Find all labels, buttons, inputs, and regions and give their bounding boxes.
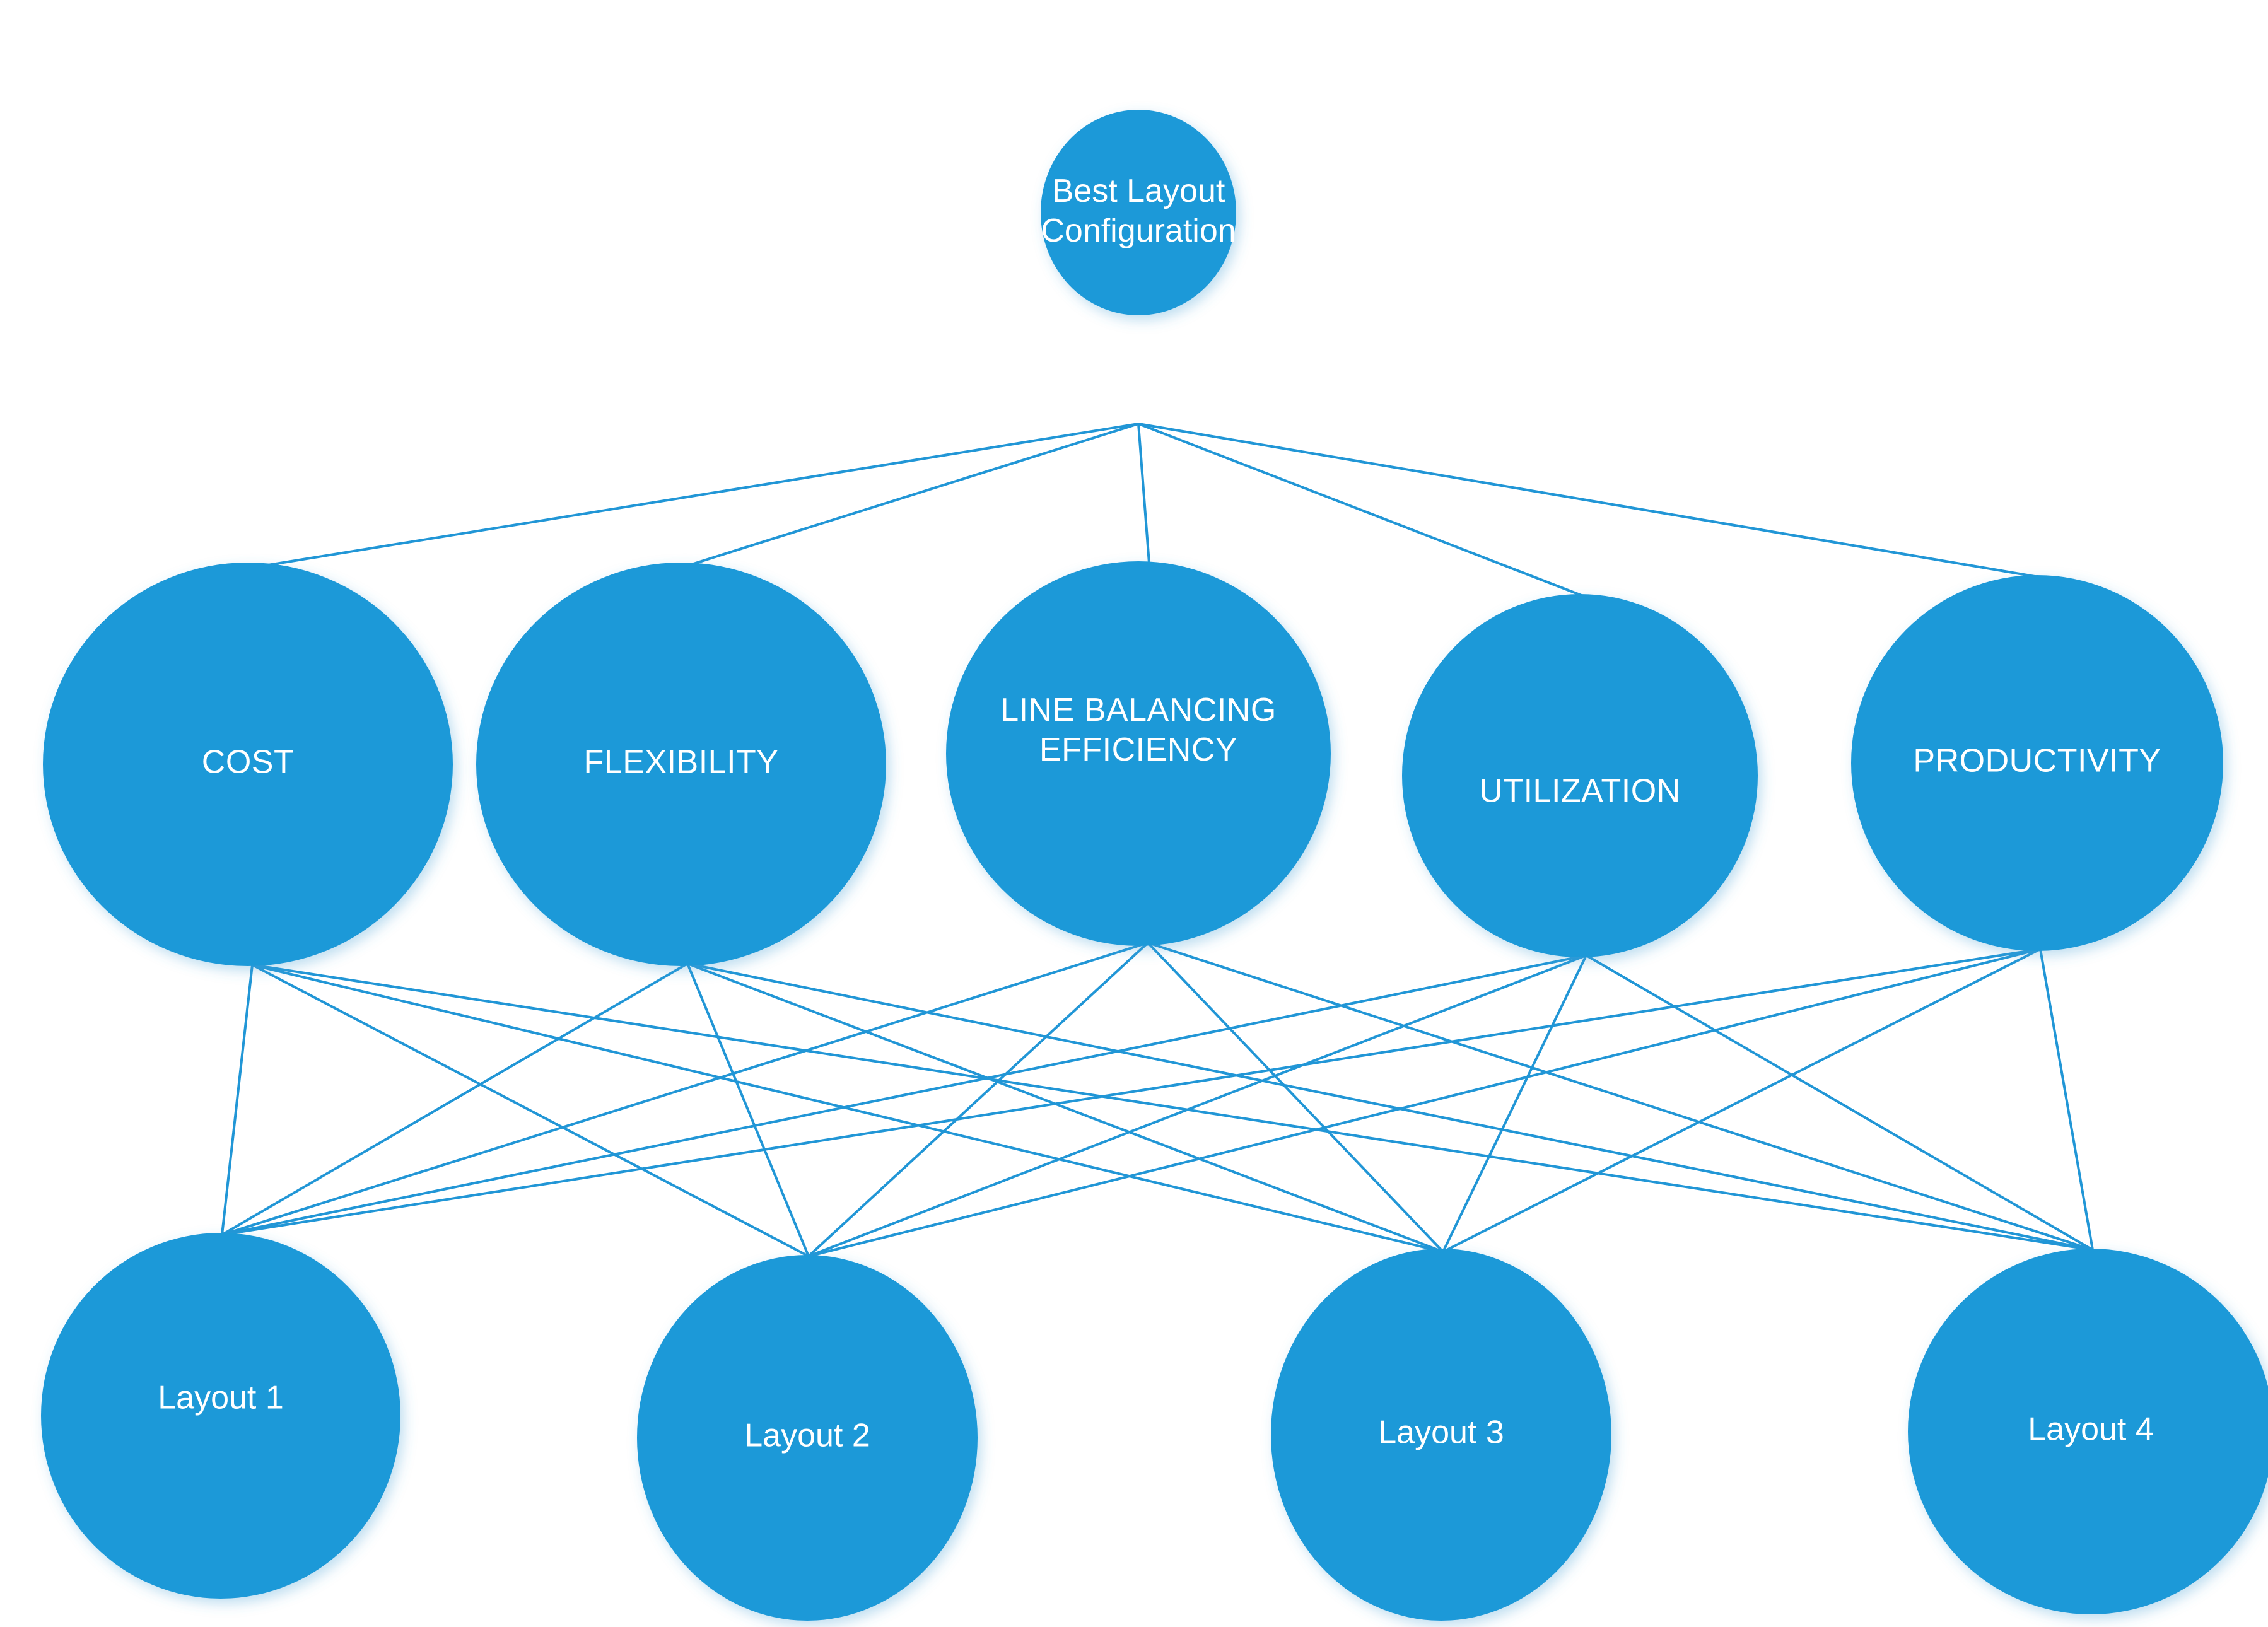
edge-line-balancing-efficiency-to-layout-4 [1147,942,2094,1251]
edge-goal-to-line-balancing-efficiency [1137,423,1150,564]
criterion-node-flexibility[interactable]: FLEXIBILITY [476,563,886,966]
edge-goal-to-productivity [1137,423,2040,578]
edge-flexibility-to-layout-3 [686,962,1444,1253]
alternative-node-layout-3[interactable]: Layout 3 [1271,1249,1611,1621]
edge-goal-to-flexibility [688,423,1140,566]
criterion-node-cost[interactable]: COST [43,563,453,966]
edge-goal-to-utilization [1137,423,1584,597]
criterion-node-utilization[interactable]: UTILIZATION [1402,594,1758,957]
alternative-node-shape-layout-4[interactable] [1908,1249,2268,1614]
alternative-node-shape-layout-3[interactable] [1271,1249,1611,1621]
edge-productivity-to-layout-3 [1442,948,2042,1253]
edge-utilization-to-layout-2 [807,954,1587,1257]
criterion-node-shape-line-balancing-efficiency[interactable] [946,561,1331,946]
edge-line-balancing-efficiency-to-layout-2 [807,942,1149,1257]
criterion-node-shape-cost[interactable] [43,563,453,966]
edge-flexibility-to-layout-4 [686,962,2094,1251]
alternative-node-layout-2[interactable]: Layout 2 [637,1255,978,1621]
alternative-node-layout-1[interactable]: Layout 1 [41,1233,400,1599]
edge-cost-to-layout-4 [251,964,2094,1251]
edge-productivity-to-layout-2 [807,948,2042,1257]
criterion-node-shape-utilization[interactable] [1402,594,1758,957]
edge-utilization-to-layout-1 [221,954,1587,1236]
edge-utilization-to-layout-4 [1585,954,2094,1251]
edge-flexibility-to-layout-2 [686,962,810,1257]
edges-criteria-to-alternatives [221,942,2094,1257]
edge-line-balancing-efficiency-to-layout-3 [1147,942,1444,1253]
edge-productivity-to-layout-4 [2039,948,2094,1251]
edge-productivity-to-layout-1 [221,948,2042,1236]
goal-node-shape-goal[interactable] [1041,110,1236,315]
alternative-nodes-group: Layout 1 Layout 2 Layout 3 Layout 4 [41,1233,2268,1621]
edge-goal-to-cost [251,423,1140,569]
alternative-node-shape-layout-1[interactable] [41,1233,400,1599]
edge-flexibility-to-layout-1 [221,962,689,1236]
edge-cost-to-layout-2 [251,964,810,1257]
edge-utilization-to-layout-3 [1442,954,1587,1253]
edge-cost-to-layout-1 [221,964,254,1236]
criterion-node-shape-productivity[interactable] [1851,575,2223,951]
alternative-node-shape-layout-2[interactable] [637,1255,978,1621]
edge-line-balancing-efficiency-to-layout-1 [221,942,1149,1236]
criterion-node-productivity[interactable]: PRODUCTIVITY [1851,575,2223,951]
edge-cost-to-layout-3 [251,964,1444,1253]
alternative-node-layout-4[interactable]: Layout 4 [1908,1249,2268,1614]
criterion-node-shape-flexibility[interactable] [476,563,886,966]
